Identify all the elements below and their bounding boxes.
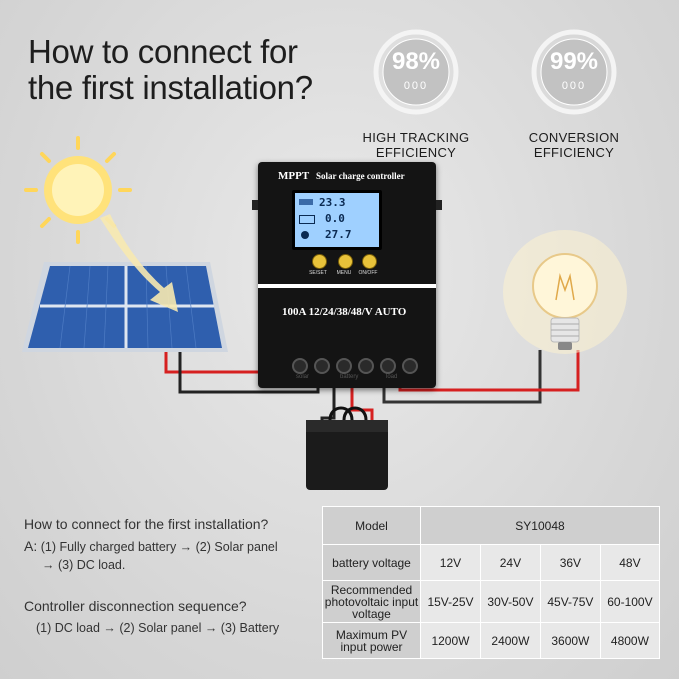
question-2: Controller disconnection sequence?	[24, 598, 247, 614]
terminal-label-battery: battery	[340, 374, 359, 380]
table-row: Maximum PV input power 1200W 2400W 3600W…	[322, 622, 661, 659]
solar-terminal-negative	[314, 358, 330, 374]
set-button[interactable]	[312, 254, 327, 269]
cell: 48V	[599, 544, 661, 581]
solar-terminal-positive	[292, 358, 308, 374]
title-line-1: How to connect for	[28, 33, 298, 70]
device-name: Solar charge controller	[316, 171, 405, 181]
cell: 45V-75V	[539, 580, 601, 623]
lcd-row-3: 27.7	[325, 228, 352, 241]
cell: 4800W	[599, 622, 661, 659]
battery-terminal-positive	[336, 358, 352, 374]
cell: 12V	[420, 544, 481, 581]
title-line-2: the first installation?	[28, 69, 313, 106]
light-bulb-icon	[503, 230, 627, 354]
row-label: Recommended photovoltaic input voltage	[322, 580, 421, 623]
gauge-ring-icon	[373, 29, 459, 115]
sun-icon	[24, 136, 132, 244]
caption-line-2: EFFICIENCY	[375, 145, 457, 160]
menu-button-label: MENU	[336, 270, 352, 276]
gauge-percent: 99%	[549, 48, 599, 75]
cell: 1200W	[420, 622, 481, 659]
cell: 30V-50V	[479, 580, 541, 623]
spec-table: Model SY10048 battery voltage 12V 24V 36…	[322, 506, 661, 659]
load-terminal-negative	[402, 358, 418, 374]
battery-indicator-icon	[299, 215, 315, 224]
caption-line-1: CONVERSION	[528, 130, 620, 145]
terminal-label-load: load	[386, 374, 398, 380]
page-title: How to connect for the first installatio…	[28, 34, 358, 106]
gauge-digits: 000	[403, 80, 429, 92]
caption-line-2: EFFICIENCY	[533, 145, 615, 160]
brand-label: MPPT	[278, 170, 310, 182]
terminal-label-solar: solar	[296, 374, 310, 380]
gauge-digits: 000	[561, 80, 587, 92]
panel-indicator-icon	[299, 199, 313, 205]
load-terminal-positive	[380, 358, 396, 374]
answer-1-line-2: → (3) DC load.	[42, 558, 126, 572]
model-header: Model	[322, 506, 421, 545]
model-value: SY10048	[420, 506, 660, 545]
cell: 3600W	[539, 622, 601, 659]
tracking-efficiency-gauge: 98% 000	[372, 28, 460, 116]
cell: 15V-25V	[420, 580, 481, 623]
answer-2: (1) DC load → (2) Solar panel → (3) Batt…	[36, 621, 280, 635]
bulb-indicator-icon	[301, 231, 309, 239]
lcd-row-2: 0.0	[325, 212, 345, 225]
cell: 60-100V	[599, 580, 661, 623]
divider-strip	[258, 284, 436, 288]
cell: 24V	[479, 544, 541, 581]
table-row: Recommended photovoltaic input voltage 1…	[322, 580, 661, 623]
battery-icon	[306, 406, 388, 490]
mount-tab	[252, 200, 258, 210]
question-1: How to connect for the first installatio…	[24, 516, 269, 532]
answer-prefix: A:	[24, 538, 38, 554]
sunlight-arrow-icon	[100, 214, 178, 312]
set-button-label: SE/SET	[309, 270, 327, 276]
gauge-ring-icon	[531, 29, 617, 115]
table-row: battery voltage 12V 24V 36V 48V	[322, 544, 661, 581]
on-off-button-label: ON/OFF	[358, 270, 378, 276]
row-label: Maximum PV input power	[322, 622, 421, 659]
battery-terminal-negative	[358, 358, 374, 374]
table-header-row: Model SY10048	[322, 506, 660, 545]
mount-tab	[436, 200, 442, 210]
tracking-efficiency-caption: HIGH TRACKING EFFICIENCY	[346, 130, 486, 160]
on-off-button[interactable]	[362, 254, 377, 269]
lcd-screen: 23.3 0.0 27.7	[292, 190, 382, 250]
lcd-row-1: 23.3	[319, 196, 346, 209]
answer-1-line-1: (1) Fully charged battery → (2) Solar pa…	[40, 540, 278, 554]
solar-panel-icon	[22, 262, 228, 352]
wiring-diagram	[22, 136, 627, 490]
menu-button[interactable]	[338, 254, 353, 269]
cell: 36V	[539, 544, 601, 581]
answer-1: A: (1) Fully charged battery → (2) Solar…	[24, 538, 278, 554]
conversion-efficiency-gauge: 99% 000	[530, 28, 618, 116]
caption-line-1: HIGH TRACKING	[362, 130, 470, 145]
row-label: battery voltage	[322, 544, 421, 581]
model-label: 100A 12/24/38/48/V AUTO	[282, 306, 407, 318]
cell: 2400W	[479, 622, 541, 659]
gauge-percent: 98%	[391, 48, 441, 75]
conversion-efficiency-caption: CONVERSION EFFICIENCY	[504, 130, 644, 160]
charge-controller: MPPT Solar charge controller 23.3 0.0 27…	[252, 162, 442, 388]
